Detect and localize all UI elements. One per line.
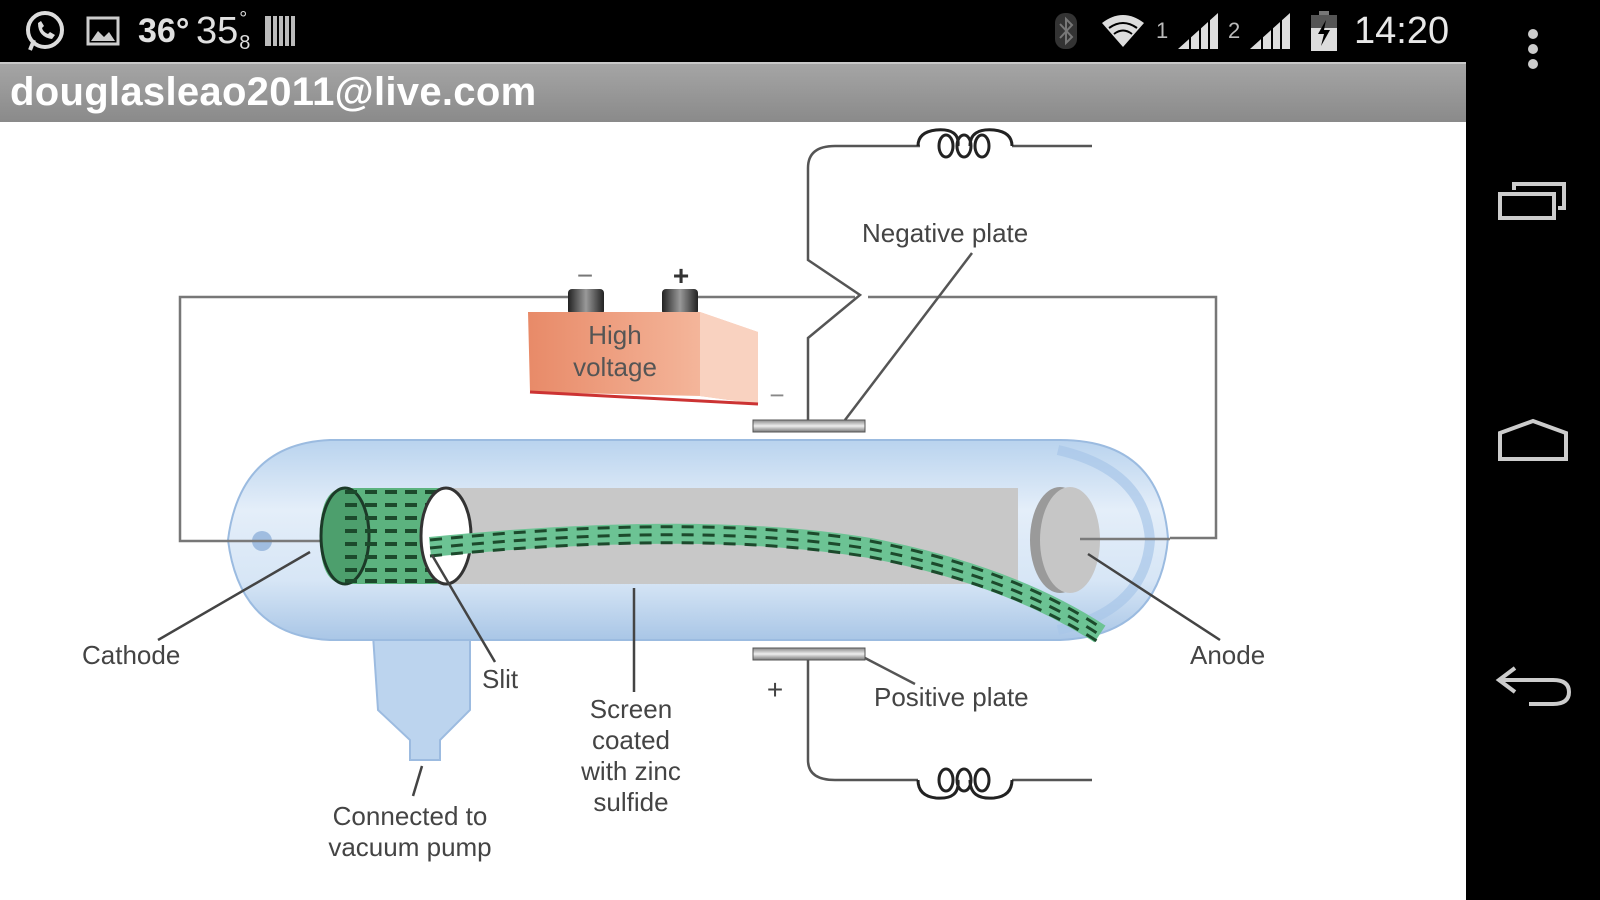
account-title: douglasleao2011@live.com: [10, 70, 537, 114]
label-screen-line4: sulfide: [593, 787, 669, 817]
overflow-menu-button[interactable]: [1466, 24, 1600, 74]
temp-2-sub: 8: [239, 32, 251, 54]
electron-beam: [429, 523, 1106, 645]
label-vacuum-line1: Connected to: [332, 801, 488, 831]
positive-plate-wire: [806, 656, 1092, 782]
label-cathode: Cathode: [82, 640, 181, 670]
bottom-coil: [916, 767, 1014, 800]
label-vacuum: Connected to vacuum pump: [290, 801, 530, 863]
recent-apps-button[interactable]: [1466, 160, 1600, 240]
temp-2-degree: °: [239, 8, 248, 30]
status-bar: 36° 35 ° 8 1 2 14:20: [0, 0, 1466, 62]
high-voltage-battery: [528, 289, 759, 406]
barcode-icon: [264, 0, 296, 62]
recent-apps-icon: [1498, 182, 1566, 220]
negative-plate-wire: [806, 144, 1092, 420]
battery-minus: −: [576, 260, 594, 291]
label-screen-line2: coated: [591, 725, 671, 755]
weather-temp-2: 35 ° 8: [196, 0, 250, 62]
label-screen-line3: with zinc: [581, 756, 681, 786]
back-icon: [1495, 666, 1572, 706]
gallery-icon: [86, 0, 120, 62]
cathode-cylinder: [319, 486, 473, 586]
label-vacuum-line2: vacuum pump: [328, 832, 492, 862]
bluetooth-icon: [1054, 0, 1078, 62]
anode-disc: [1040, 487, 1100, 593]
positive-plate: [752, 647, 866, 661]
home-button[interactable]: [1466, 400, 1600, 480]
content-area: High voltage − + − + Negative plate Posi…: [0, 122, 1466, 900]
home-icon: [1498, 418, 1568, 461]
label-anode: Anode: [1190, 640, 1266, 670]
label-screen: Screen coated with zinc sulfide: [548, 694, 714, 818]
vacuum-stem: [370, 619, 471, 761]
battery-plus: +: [672, 260, 690, 291]
battery-label-line1: High: [588, 320, 642, 350]
signal-sim2-icon: [1248, 0, 1292, 62]
plate-plus: +: [766, 674, 784, 705]
weather-temp: 36°: [138, 11, 190, 50]
label-negative-plate: Negative plate: [862, 218, 1029, 248]
back-button[interactable]: [1466, 645, 1600, 725]
battery-charging-icon: [1310, 0, 1338, 62]
cathode-ray-tube-diagram: [157, 128, 1221, 800]
plate-minus: −: [769, 380, 785, 410]
battery-label-line2: voltage: [573, 352, 657, 382]
leader-lines: [157, 550, 1221, 797]
label-slit: Slit: [482, 664, 519, 694]
sim1-label: 1: [1156, 18, 1169, 43]
signal-sim1-icon: [1176, 0, 1220, 62]
title-bar: douglasleao2011@live.com: [0, 62, 1466, 122]
label-screen-line1: Screen: [589, 694, 673, 724]
clock: 14:20: [1354, 9, 1450, 52]
circuit-wires: [178, 295, 1218, 543]
overflow-menu-icon: [1528, 29, 1538, 69]
temp-2-main: 35: [196, 9, 239, 52]
whatsapp-icon: [22, 0, 68, 62]
sim2-label: 2: [1228, 18, 1241, 43]
label-positive-plate: Positive plate: [874, 682, 1029, 712]
navigation-bar: [1466, 0, 1600, 900]
wifi-icon: [1100, 0, 1146, 62]
negative-plate: [752, 419, 866, 433]
top-coil: [916, 128, 1014, 159]
